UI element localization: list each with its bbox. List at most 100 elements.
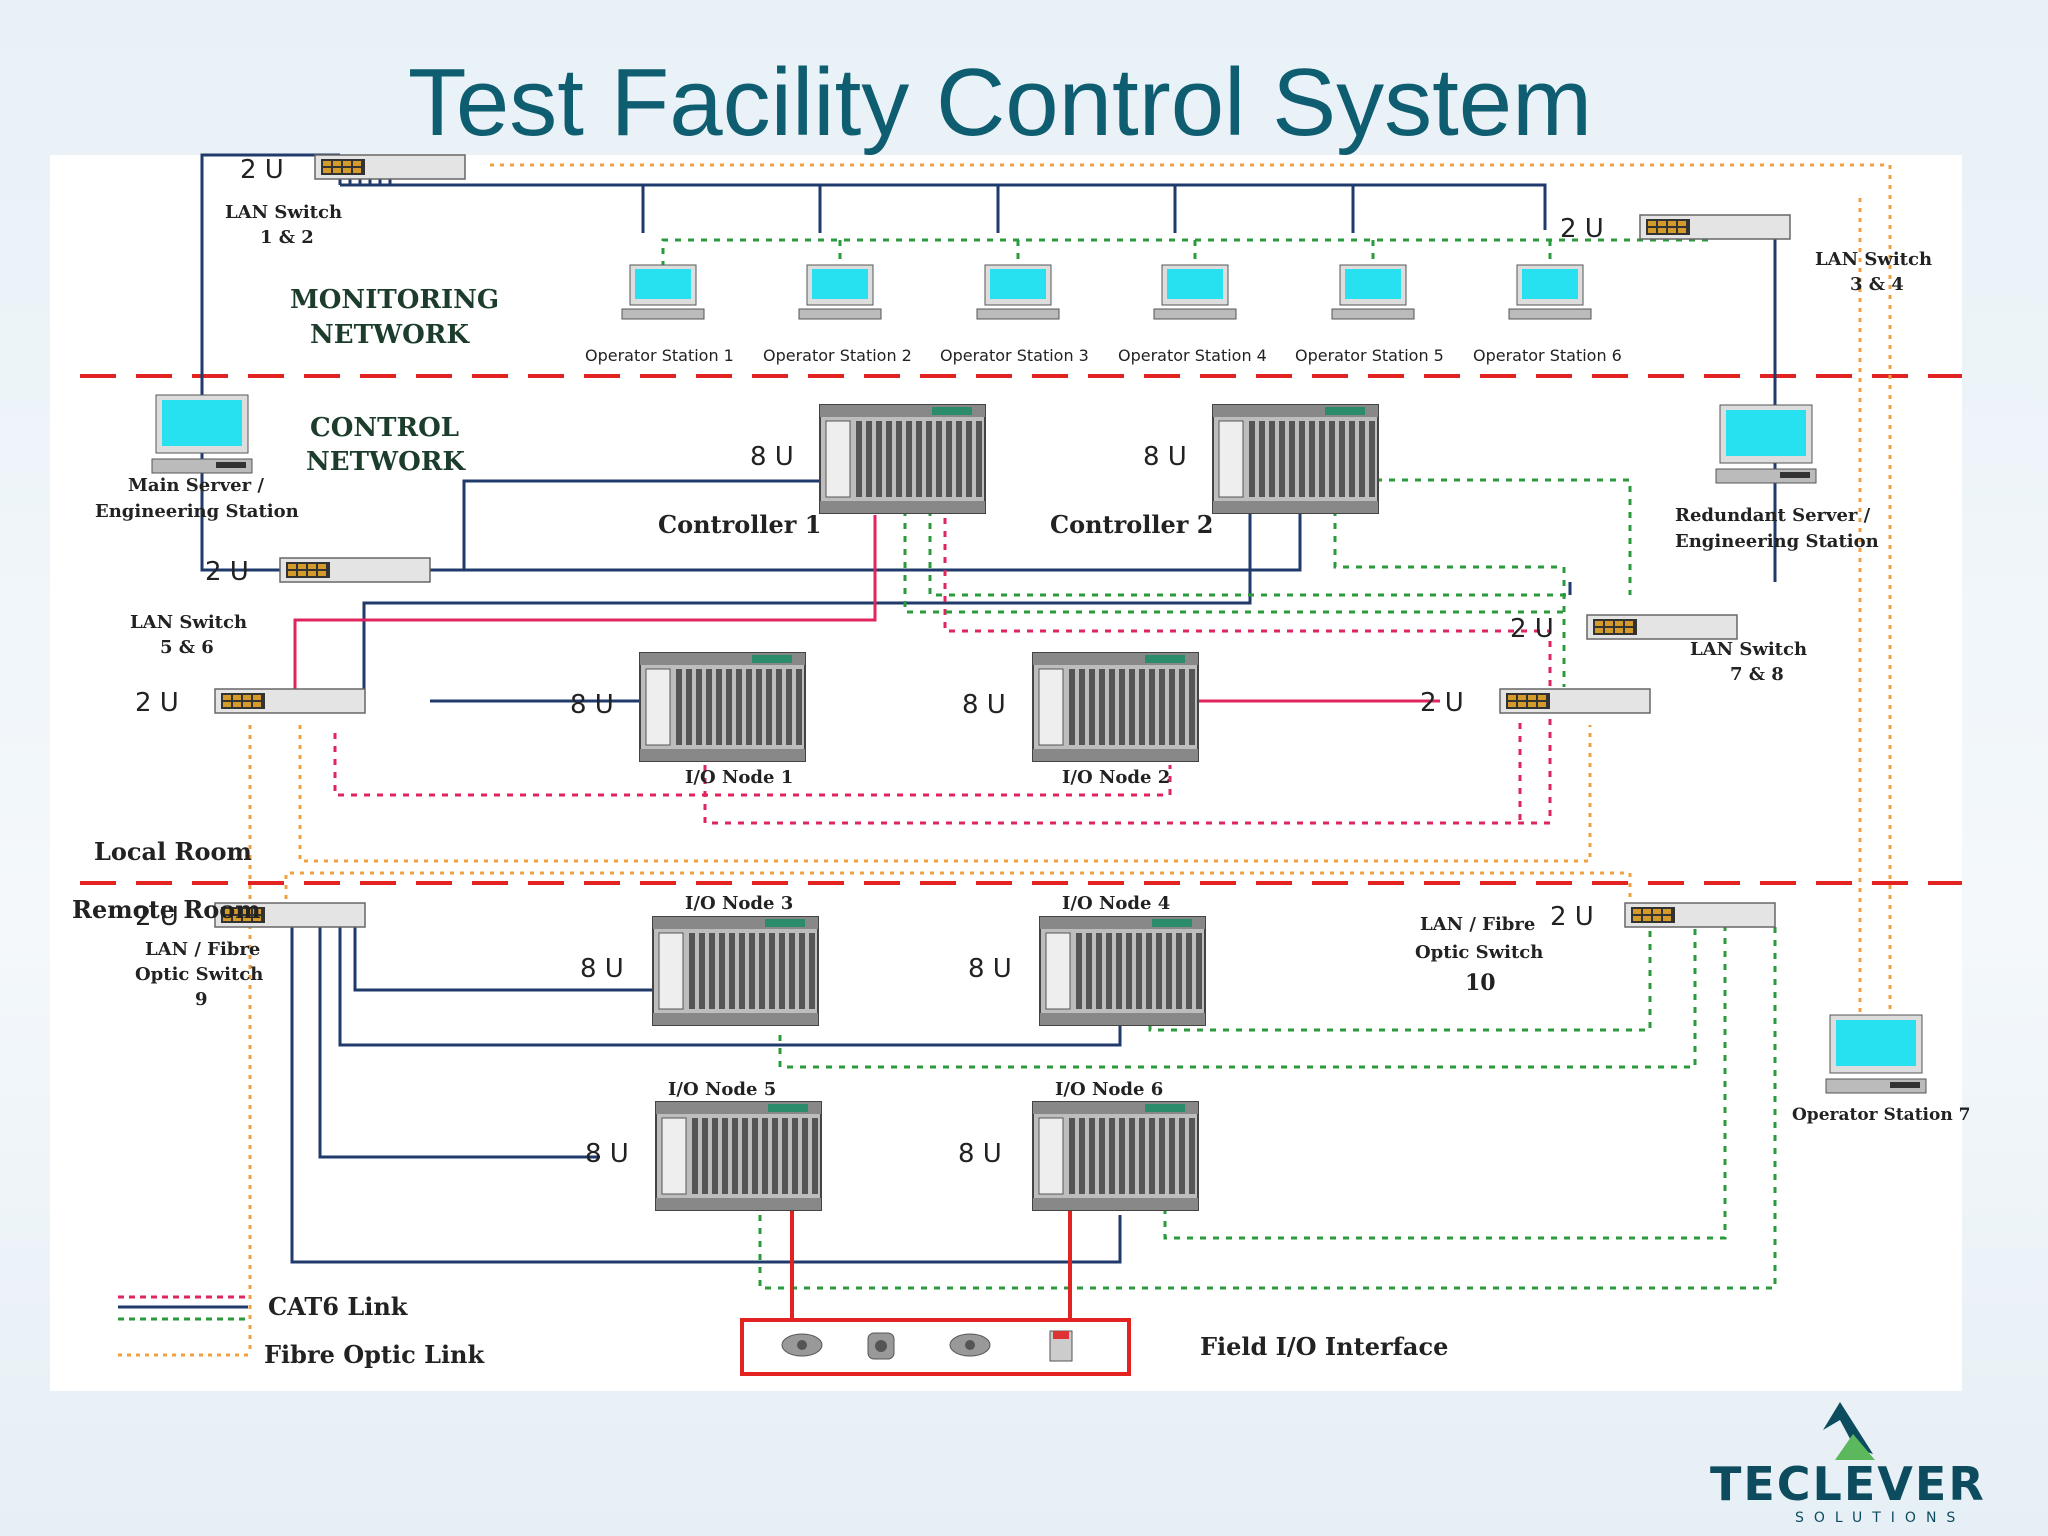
svg-text:8 U: 8 U <box>750 442 794 472</box>
zone-control-label-2: NETWORK <box>306 447 466 477</box>
slide-title: Test Facility Control System <box>407 49 1593 156</box>
svg-text:LAN Switch: LAN Switch <box>225 202 342 223</box>
svg-text:9: 9 <box>195 989 208 1010</box>
svg-text:I/O Node 2: I/O Node 2 <box>1062 767 1170 788</box>
svg-text:Controller 1: Controller 1 <box>658 510 822 539</box>
operator-station-6: Operator Station 6 <box>1473 264 1622 365</box>
operator-station-4: Operator Station 4 <box>1118 264 1267 365</box>
redundant-server-engineering-station: Redundant Server / Engineering Station <box>1675 404 1879 552</box>
lan-switch-7-8-lower: 2 U <box>1420 688 1651 718</box>
main-server-engineering-station: Main Server / Engineering Station <box>95 394 299 522</box>
lan-switch-1-2: 2 U LAN Switch 1 & 2 <box>225 154 466 248</box>
svg-text:Operator Station 1: Operator Station 1 <box>585 346 734 365</box>
io-node-1: 8 U I/O Node 1 <box>570 652 806 788</box>
operator-station-5: Operator Station 5 <box>1295 264 1444 365</box>
cat6-pink-dashed-links <box>333 515 1552 825</box>
svg-text:I/O Node 5: I/O Node 5 <box>668 1079 776 1100</box>
lan-switch-3-4: 2 U LAN Switch 3 & 4 <box>1560 214 1932 295</box>
lan-switch-7-8-upper: 2 U LAN Switch 7 & 8 <box>1510 614 1807 685</box>
svg-text:8 U: 8 U <box>968 954 1012 984</box>
operator-station-3: Operator Station 3 <box>940 264 1089 365</box>
svg-text:Optic Switch: Optic Switch <box>1415 942 1543 963</box>
svg-text:Operator Station 7: Operator Station 7 <box>1792 1105 1970 1125</box>
io-node-3: 8 U I/O Node 3 <box>580 893 819 1026</box>
operator-station-1: Operator Station 1 <box>585 264 734 365</box>
cat6-green-dashed-links <box>661 215 1777 1290</box>
legend-cat6-label: CAT6 Link <box>268 1292 409 1321</box>
svg-text:5 & 6: 5 & 6 <box>160 637 214 658</box>
svg-text:8 U: 8 U <box>570 690 614 720</box>
svg-text:1 & 2: 1 & 2 <box>260 227 314 248</box>
svg-text:I/O Node 4: I/O Node 4 <box>1062 893 1170 914</box>
io-node-6: 8 U I/O Node 6 <box>958 1079 1199 1211</box>
svg-text:2 U: 2 U <box>135 688 179 718</box>
svg-text:8 U: 8 U <box>1143 442 1187 472</box>
svg-text:10: 10 <box>1465 970 1496 996</box>
svg-text:Engineering Station: Engineering Station <box>95 501 299 522</box>
lan-switch-5-6-upper: 2 U LAN Switch 5 & 6 <box>130 557 431 658</box>
io-node-5: 8 U I/O Node 5 <box>585 1079 822 1211</box>
svg-text:8 U: 8 U <box>962 690 1006 720</box>
svg-text:TECLEVER: TECLEVER <box>1710 1457 1986 1511</box>
svg-text:LAN Switch: LAN Switch <box>1815 249 1932 270</box>
controller-1: 8 U Controller 1 <box>658 404 986 539</box>
svg-text:8 U: 8 U <box>958 1139 1002 1169</box>
svg-text:LAN / Fibre: LAN / Fibre <box>145 939 260 960</box>
zone-monitoring-label-2: NETWORK <box>310 320 470 350</box>
field-io-interface: Field I/O Interface <box>740 1318 1448 1376</box>
zone-monitoring-label: MONITORING <box>290 285 499 315</box>
diagram-panel: 2 U LAN Switch 1 & 2 2 U LAN Switch 3 & … <box>50 153 1970 1391</box>
svg-text:Operator Station 5: Operator Station 5 <box>1295 346 1444 365</box>
field-device-icon-3 <box>949 1333 991 1357</box>
svg-text:2 U: 2 U <box>240 155 284 185</box>
svg-text:I/O Node 3: I/O Node 3 <box>685 893 793 914</box>
svg-text:LAN Switch: LAN Switch <box>1690 639 1807 660</box>
svg-text:SOLUTIONS: SOLUTIONS <box>1795 1510 1965 1526</box>
lan-fibre-optic-switch-9: 2 U LAN / Fibre Optic Switch 9 <box>135 902 366 1010</box>
svg-text:Engineering Station: Engineering Station <box>1675 531 1879 552</box>
field-device-icon-2 <box>867 1332 895 1360</box>
svg-text:I/O Node 1: I/O Node 1 <box>685 767 793 788</box>
fibre-orange-links <box>248 163 1892 1355</box>
svg-text:Operator Station 2: Operator Station 2 <box>763 346 912 365</box>
legend: CAT6 Link Fibre Optic Link <box>118 1292 486 1369</box>
svg-text:Operator Station 4: Operator Station 4 <box>1118 346 1267 365</box>
svg-text:2 U: 2 U <box>1550 902 1594 932</box>
svg-text:8 U: 8 U <box>580 954 624 984</box>
field-device-icon-4 <box>1049 1330 1073 1362</box>
svg-text:2 U: 2 U <box>135 902 179 932</box>
legend-fibre-label: Fibre Optic Link <box>264 1340 486 1369</box>
controller-2: 8 U Controller 2 <box>1050 404 1379 539</box>
svg-text:8 U: 8 U <box>585 1139 629 1169</box>
svg-text:Redundant Server /: Redundant Server / <box>1675 505 1871 526</box>
lan-switch-5-6-lower: 2 U <box>135 688 366 718</box>
lan-fibre-optic-switch-10: 2 U LAN / Fibre Optic Switch 10 <box>1415 902 1776 996</box>
svg-text:I/O Node 6: I/O Node 6 <box>1055 1079 1163 1100</box>
svg-text:2 U: 2 U <box>205 557 249 587</box>
svg-text:LAN / Fibre: LAN / Fibre <box>1420 914 1535 935</box>
io-node-2: 8 U I/O Node 2 <box>962 652 1199 788</box>
svg-text:3 & 4: 3 & 4 <box>1850 274 1904 295</box>
svg-text:LAN Switch: LAN Switch <box>130 612 247 633</box>
svg-text:Operator Station 6: Operator Station 6 <box>1473 346 1622 365</box>
svg-text:Operator Station 3: Operator Station 3 <box>940 346 1089 365</box>
cat6-pink-links <box>293 515 1440 703</box>
svg-text:Main Server /: Main Server / <box>128 475 264 496</box>
cat6-navy-links <box>200 153 1777 1264</box>
local-room-label: Local Room <box>94 837 252 866</box>
svg-text:Controller 2: Controller 2 <box>1050 510 1214 539</box>
operator-station-7: Operator Station 7 <box>1792 1014 1970 1125</box>
field-device-icon-1 <box>781 1333 823 1357</box>
svg-text:2 U: 2 U <box>1560 214 1604 244</box>
svg-text:7 & 8: 7 & 8 <box>1730 664 1784 685</box>
svg-text:2 U: 2 U <box>1420 688 1464 718</box>
remote-room-label: Remote Room <box>72 895 261 924</box>
operator-station-2: Operator Station 2 <box>763 264 912 365</box>
teclever-logo: TECLEVER SOLUTIONS <box>1710 1402 1986 1526</box>
field-io-red-links <box>790 1190 1072 1320</box>
zone-control-label: CONTROL <box>310 413 459 443</box>
svg-text:Optic Switch: Optic Switch <box>135 964 263 985</box>
io-node-4: 8 U I/O Node 4 <box>968 893 1206 1026</box>
field-io-label: Field I/O Interface <box>1200 1332 1448 1361</box>
network-diagram: 2 U LAN Switch 1 & 2 2 U LAN Switch 3 & … <box>72 153 1970 1376</box>
